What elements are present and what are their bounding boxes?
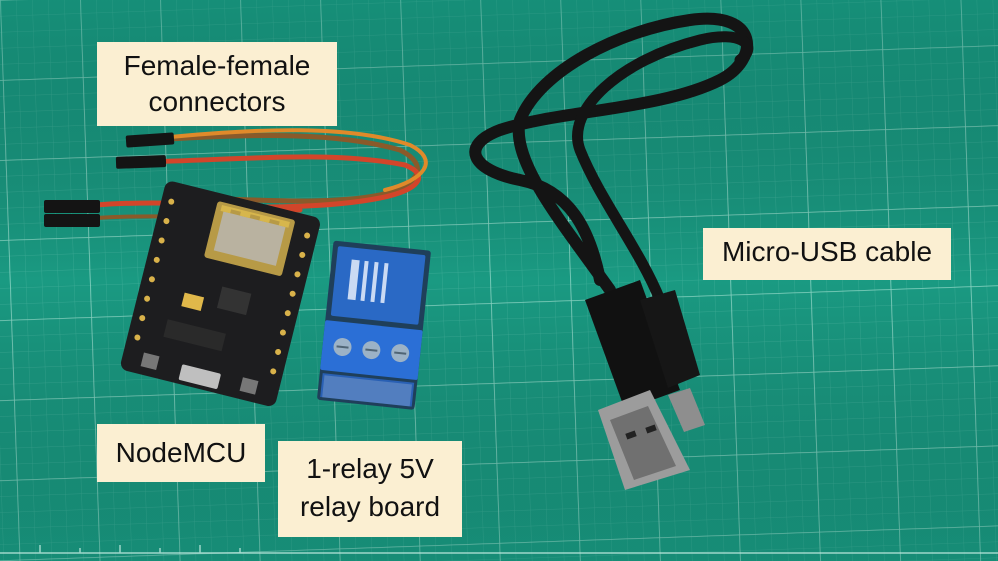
micro-usb-plug (640, 290, 705, 432)
relay-board-label-line2: relay board (299, 491, 441, 522)
nodemcu-label: NodeMCU (97, 424, 265, 482)
female-connectors-label: Female-female connectors (97, 42, 337, 126)
micro-usb-label: Micro-USB cable (703, 228, 951, 280)
micro-usb-cable (469, 12, 754, 306)
female-connectors-label-line1: Female-female (123, 50, 311, 81)
jumper-connectors (44, 132, 175, 227)
usb-a-plug (585, 280, 690, 490)
female-connectors-label-line2: connectors (148, 86, 286, 117)
relay-board (317, 240, 431, 410)
relay-board-label-line1: 1-relay 5V (306, 453, 434, 484)
relay-board-label: 1-relay 5V relay board (278, 441, 462, 537)
nodemcu-board (120, 181, 320, 407)
mat-ruler (0, 545, 998, 554)
